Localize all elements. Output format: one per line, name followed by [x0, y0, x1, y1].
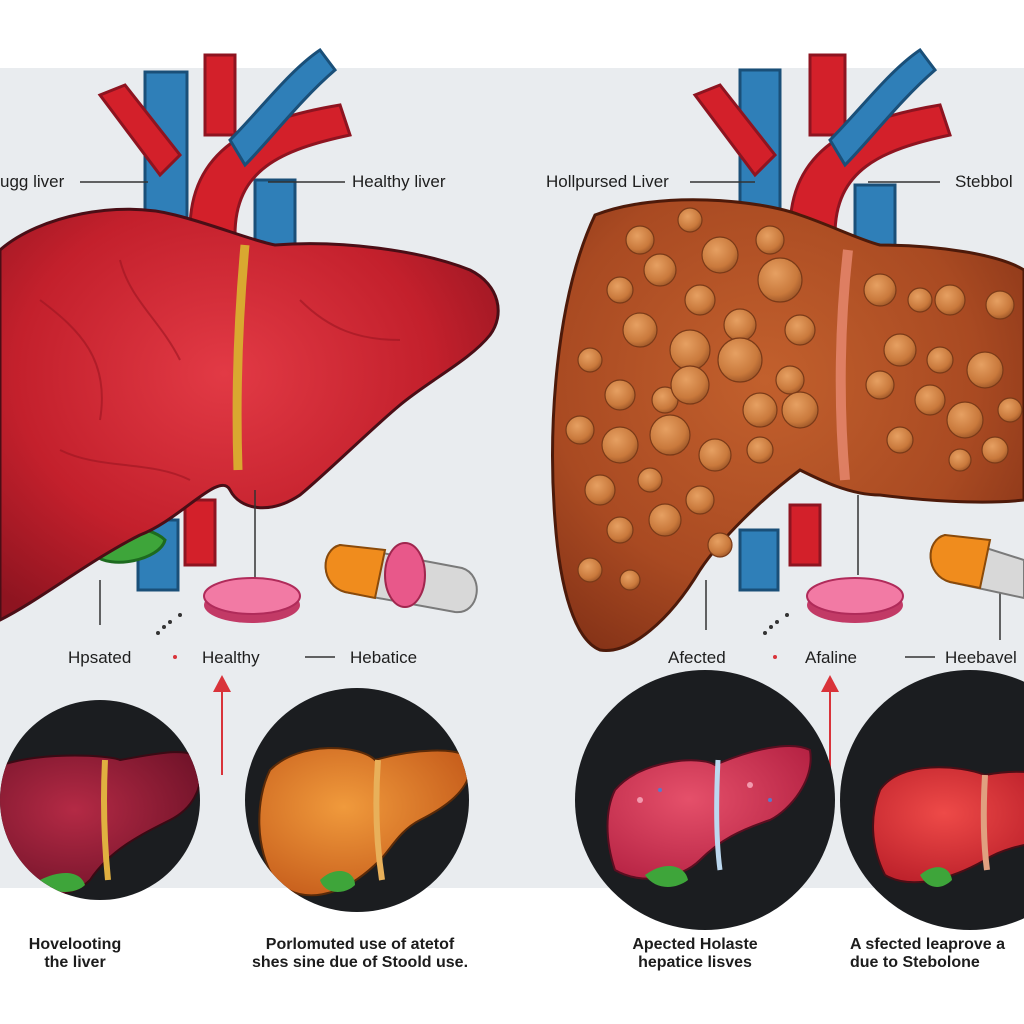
caption-4-line-2: due to Stebolone [850, 954, 980, 972]
healthy-liver-illustration [0, 47, 500, 622]
pill-capsule-right [929, 533, 1024, 600]
caption-2: Porlomuted use of atetof shes sine due o… [215, 936, 505, 973]
pill-tablet [203, 577, 301, 623]
caption-2-line-1: Porlomuted use of atetof [265, 936, 455, 953]
circle-inset-2 [245, 688, 469, 912]
caption-1-line-1: Hovelooting [28, 936, 122, 953]
caption-4: A sfected leaprove a due to Stebolone [850, 936, 1024, 973]
caption-2-line-2: shes sine due of Stoold use. [251, 954, 469, 972]
caption-3-line-2: hepatice lisves [638, 954, 752, 972]
red-arrow-right [821, 675, 839, 775]
circle-inset-3 [575, 670, 835, 930]
label-right-top-left: Hollpursed Liver [546, 172, 669, 191]
label-right-mid-2: Afaline [805, 648, 857, 667]
diseased-liver-illustration [551, 47, 1024, 652]
circle-inset-1 [0, 700, 200, 900]
label-right-top-right: Stebbol [955, 172, 1013, 191]
label-left-top-left: ugg liver [0, 172, 65, 191]
caption-1-line-2: the liver [44, 954, 106, 972]
label-right-mid-1: Afected [668, 648, 726, 667]
label-left-mid-3: Hebatice [350, 648, 418, 667]
caption-3: Apected Holaste hepatice lisves [600, 936, 790, 973]
circle-inset-4 [840, 670, 1024, 930]
label-right-mid-3: Heebavel [945, 648, 1017, 667]
caption-4-line-1: A sfected leaprove a [850, 936, 1006, 953]
red-arrow [213, 675, 231, 775]
pill-capsule [324, 542, 478, 614]
label-left-mid-1: Hpsated [68, 648, 132, 667]
caption-3-line-1: Apected Holaste [632, 936, 758, 953]
pill-tablet-right [806, 577, 904, 623]
caption-1: Hovelooting the liver [0, 936, 150, 973]
label-left-mid-2: Healthy [202, 648, 260, 667]
label-left-top-right: Healthy liver [352, 172, 446, 191]
